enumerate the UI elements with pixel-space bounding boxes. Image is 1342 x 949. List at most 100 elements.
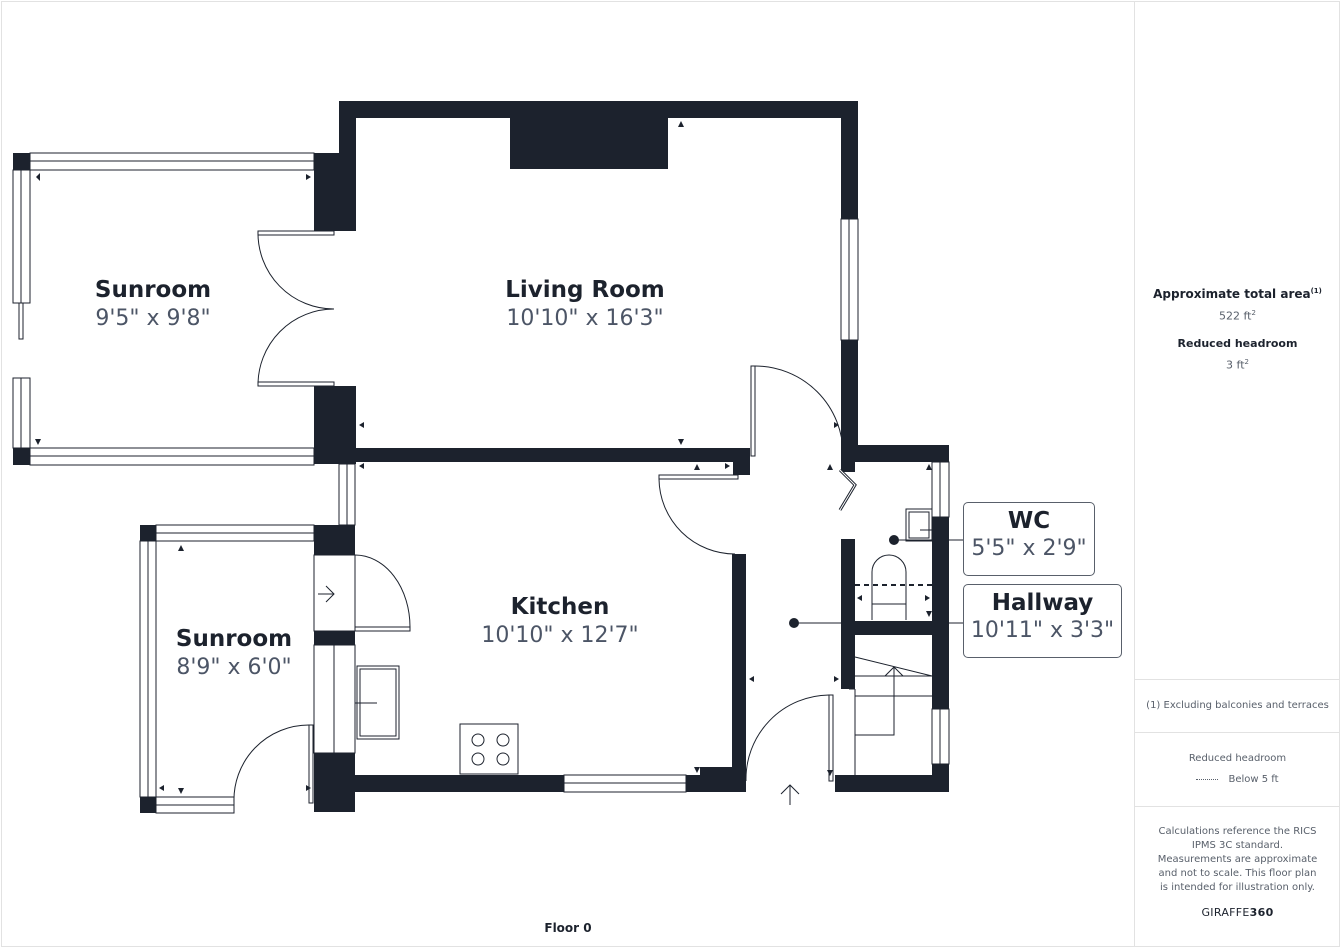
door-swing-sunroom-lower <box>257 308 335 387</box>
entry-arrow-side <box>318 585 335 603</box>
dimension-marker <box>306 174 311 180</box>
room-name: Sunroom <box>94 277 212 303</box>
reduced-headroom-value-text: 3 ft <box>1226 358 1245 372</box>
door-swing-sunroom-upper <box>257 230 335 310</box>
entry-arrow-front <box>780 784 800 805</box>
wall-wc-right <box>932 517 949 709</box>
wall-door-post-a <box>733 448 750 475</box>
divider <box>1135 732 1340 733</box>
total-area-value: 522 ft2 <box>1135 309 1340 323</box>
wall-living-right-lower <box>841 340 858 445</box>
wall-kitchen-right <box>732 554 746 792</box>
info-sidebar: Approximate total area(1) 522 ft2 Reduce… <box>1134 1 1340 947</box>
dimension-marker <box>35 439 41 445</box>
wall-living-bottom <box>356 448 750 462</box>
callout-wc: WC 5'5" x 2'9" <box>963 502 1095 576</box>
wall-kitchen-bottom-left <box>314 775 564 792</box>
total-area-title: Approximate total area(1) <box>1135 287 1340 301</box>
wall-wc-top <box>841 445 949 462</box>
door-swing-sunroom-s <box>233 724 310 804</box>
room-dimensions: 5'5" x 2'9" <box>971 536 1087 561</box>
wall-kitchen-corner <box>700 767 746 792</box>
unit-superscript: 2 <box>1244 357 1249 366</box>
dotted-line-icon <box>1196 778 1219 780</box>
wc-basin <box>905 508 933 542</box>
pier-kitchen-left-mid <box>314 631 355 645</box>
dimension-marker <box>749 676 754 682</box>
dimension-marker <box>926 464 932 470</box>
post-sunroom-n-tl <box>13 153 30 170</box>
footnote-marker: (1) <box>1310 287 1322 295</box>
callout-dot-hallway <box>789 618 799 628</box>
room-name: Living Room <box>505 277 665 303</box>
callout-hallway: Hallway 10'11" x 3'3" <box>963 584 1122 658</box>
area-summary: Approximate total area(1) 522 ft2 Reduce… <box>1135 287 1340 371</box>
room-dimensions: 9'5" x 9'8" <box>95 306 211 331</box>
post-sunroom-n-bl <box>13 448 30 465</box>
pier-kitchen-left-top <box>314 525 355 555</box>
floor-plan-drawing <box>12 101 964 814</box>
reduced-headroom-title: Reduced headroom <box>1177 336 1298 350</box>
floor-plan: Sunroom 9'5" x 9'8" Living Room 10'10" x… <box>12 101 1122 935</box>
wall-wc-bottom <box>841 621 949 635</box>
total-area-title-text: Approximate total area <box>1153 287 1311 301</box>
disclaimer: Calculations reference the RICS IPMS 3C … <box>1157 826 1318 893</box>
door-leaf-sunroom-lower <box>257 381 335 387</box>
bifold-door-wc <box>838 468 857 511</box>
dimension-marker <box>178 788 184 794</box>
legend: Reduced headroom Below 5 ft <box>1135 752 1340 785</box>
room-name: WC <box>1007 508 1051 534</box>
dimension-marker <box>827 464 833 470</box>
door-leaf-front <box>828 694 834 782</box>
room-label-sunroom-south: Sunroom 8'9" x 6'0" <box>176 625 292 683</box>
legend-title: Reduced headroom <box>1188 753 1287 764</box>
wall-living-top <box>339 101 858 118</box>
room-dimensions: 8'9" x 6'0" <box>176 655 292 680</box>
kitchen-hob <box>459 723 519 775</box>
room-label-sunroom-north: Sunroom 9'5" x 9'8" <box>95 276 211 334</box>
room-dimensions: 10'10" x 16'3" <box>506 306 664 331</box>
room-name: Kitchen <box>510 594 610 620</box>
door-leaf-kitchen-left <box>354 626 411 632</box>
door-swing-front <box>745 694 830 782</box>
dimension-marker <box>834 422 839 428</box>
total-area-value-text: 522 ft <box>1219 309 1252 323</box>
room-dimensions: 10'11" x 3'3" <box>970 618 1115 643</box>
pier-sunroom-lower <box>314 386 356 464</box>
door-leaf-sunroom-s <box>308 724 314 804</box>
legend-item-label: Below 5 ft <box>1228 774 1279 785</box>
dimension-marker <box>926 611 932 617</box>
dimension-marker <box>359 422 364 428</box>
dimension-marker <box>678 439 684 445</box>
chimney-breast <box>510 118 668 169</box>
dimension-marker <box>827 770 833 776</box>
dimension-marker <box>678 121 684 127</box>
footnote: (1) Excluding balconies and terraces <box>1146 700 1329 711</box>
room-label-living-room: Living Room 10'10" x 16'3" <box>505 276 665 334</box>
dimension-marker <box>694 767 700 773</box>
reduced-headroom-value: 3 ft2 <box>1135 358 1340 372</box>
wall-stairs-bottom <box>835 775 949 792</box>
callout-dot-wc <box>889 535 899 545</box>
dimension-marker <box>36 173 40 181</box>
passage-kitchen-left <box>313 554 356 632</box>
door-leaf-living <box>750 365 756 457</box>
window-sash-open <box>18 302 24 340</box>
dimension-marker <box>359 463 364 469</box>
room-name: Hallway <box>991 590 1094 616</box>
legend-item: Below 5 ft <box>1135 774 1340 785</box>
door-swing-kitchen <box>658 478 736 555</box>
dimension-marker <box>159 785 164 791</box>
brand-prefix: GIRAFFE <box>1201 906 1250 919</box>
door-leaf-sunroom-upper <box>257 230 335 236</box>
room-dimensions: 10'10" x 12'7" <box>481 623 639 648</box>
floor-label: Floor 0 <box>544 921 592 935</box>
brand-logo: GIRAFFE360 <box>1135 906 1340 919</box>
stairs <box>849 656 933 775</box>
unit-superscript: 2 <box>1251 309 1256 317</box>
divider <box>1135 679 1340 680</box>
brand-suffix: 360 <box>1249 906 1274 919</box>
pier-kitchen-left-bottom <box>314 753 355 812</box>
wc-toilet <box>871 554 907 620</box>
pier-sunroom-upper <box>314 153 356 231</box>
